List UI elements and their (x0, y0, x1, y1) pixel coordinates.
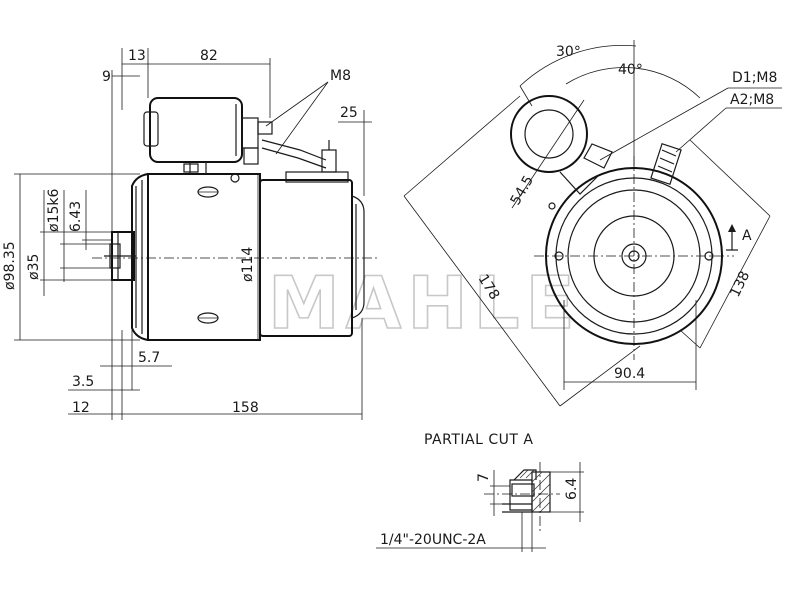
dim-dia35: ø35 (26, 254, 42, 280)
d1-terminal (583, 143, 613, 169)
dim-dia15k6: ø15k6 (46, 189, 62, 232)
dim-90-4: 90.4 (614, 366, 645, 382)
dim-138: 138 (727, 269, 753, 300)
watermark: MAHLE (268, 261, 581, 345)
a2-terminal (650, 143, 682, 185)
partial-cut-view: PARTIAL CUT A 7 6.4 1/4"-20UNC-2A (376, 432, 584, 552)
side-view: 13 82 9 M8 25 ø98.35 ø35 ø15k6 6.43 ø114 (2, 48, 380, 420)
dim-dia114: ø114 (240, 247, 256, 282)
section-marker-A: A (742, 228, 752, 244)
solenoid (149, 97, 243, 163)
partial-cut-caption: PARTIAL CUT A (424, 432, 533, 448)
insulator (531, 471, 551, 513)
end-view: 30° 40° D1;M8 A2;M8 54.5 178 138 90.4 (403, 40, 782, 407)
body-front-cap (131, 173, 149, 341)
dim-M8: M8 (330, 68, 351, 84)
dim-12: 12 (72, 400, 90, 416)
dim-40deg: 40° (618, 62, 643, 78)
dim-13: 13 (128, 48, 146, 64)
dim-158: 158 (232, 400, 259, 416)
label-D1: D1;M8 (732, 70, 777, 86)
dim-54-5: 54.5 (508, 173, 537, 208)
rear-cover-band (285, 171, 349, 183)
dim-dia98-35: ø98.35 (2, 241, 18, 290)
dim-9: 9 (102, 69, 111, 85)
dim-3-5: 3.5 (72, 374, 94, 390)
cut-thread: 1/4"-20UNC-2A (380, 532, 486, 548)
dim-30deg: 30° (556, 44, 581, 60)
dim-25: 25 (340, 105, 358, 121)
cut-dim-7: 7 (476, 473, 492, 482)
cut-dim-6-4: 6.4 (564, 478, 580, 500)
label-A2: A2;M8 (730, 92, 774, 108)
dim-6-43: 6.43 (68, 201, 84, 232)
rear-cap (351, 195, 365, 319)
terminal-stud (321, 149, 337, 173)
dim-5-7: 5.7 (138, 350, 160, 366)
dim-82: 82 (200, 48, 218, 64)
solenoid-end (510, 95, 588, 173)
